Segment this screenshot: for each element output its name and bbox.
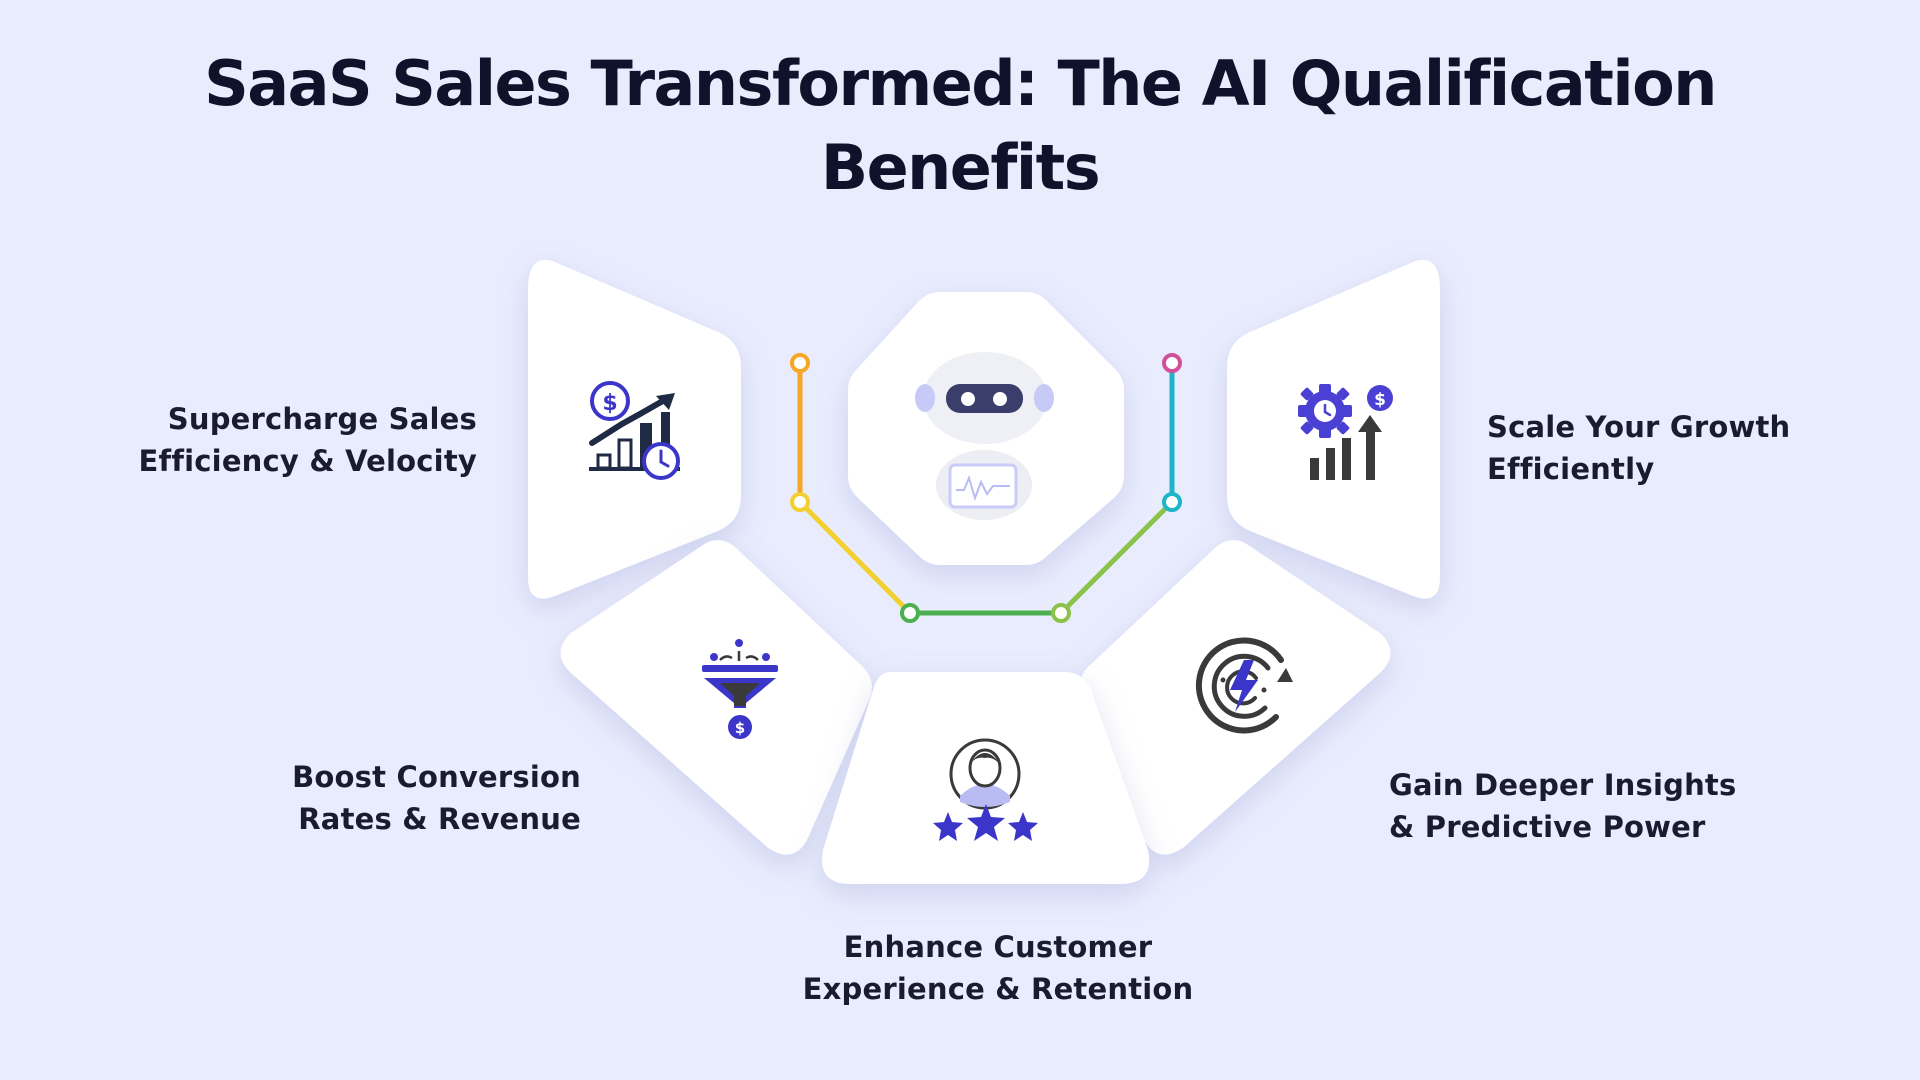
customer-rating-stars-icon — [933, 738, 1038, 841]
star-center — [967, 804, 1005, 841]
title-line-1: SaaS Sales Transformed: The AI Qualifica… — [204, 47, 1717, 120]
label-supercharge: Supercharge Sales Efficiency & Velocity — [138, 402, 477, 478]
label-insights: Gain Deeper Insights & Predictive Power — [1389, 768, 1737, 844]
star-right — [1008, 812, 1038, 841]
sales-funnel-dollar-icon: $ — [702, 639, 778, 739]
svg-text:$: $ — [1374, 390, 1386, 410]
gear-growth-chart-icon: $ — [1298, 384, 1393, 480]
panel-insights — [1079, 540, 1391, 855]
lightning-target-icon — [1195, 637, 1293, 734]
svg-text:$: $ — [735, 719, 745, 737]
label-scale: Scale Your Growth Efficiently — [1487, 410, 1791, 486]
connector-nodes — [790, 353, 1182, 623]
robot-icon — [915, 352, 1054, 520]
connector-lines — [797, 360, 1175, 616]
svg-text:$: $ — [602, 391, 617, 416]
revenue-growth-clock-icon: $ — [589, 381, 680, 480]
panel-scale — [1227, 259, 1440, 599]
page-title: SaaS Sales Transformed: The AI Qualifica… — [0, 42, 1920, 210]
label-enhance: Enhance Customer Experience & Retention — [802, 930, 1194, 1006]
label-boost: Boost Conversion Rates & Revenue — [292, 760, 581, 836]
panel-supercharge — [528, 259, 741, 599]
panel-boost — [560, 540, 872, 855]
star-left — [933, 812, 963, 841]
title-line-2: Benefits — [820, 131, 1101, 204]
